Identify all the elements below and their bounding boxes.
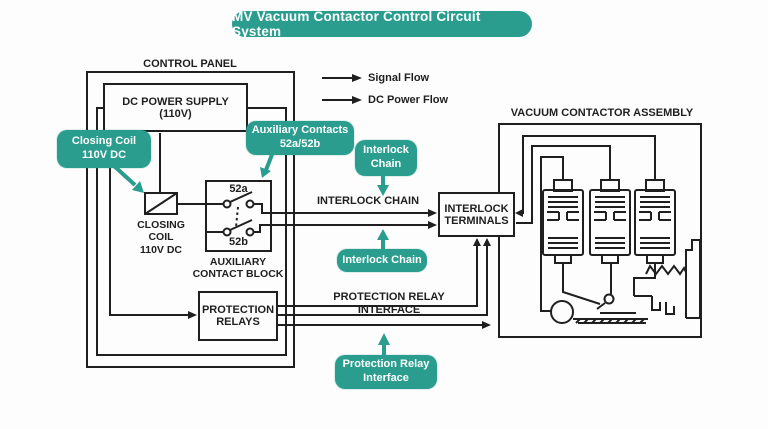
contact-52b-label: 52b — [229, 236, 248, 248]
closing-coil-label: CLOSING COIL 110V DC — [137, 219, 185, 256]
interlock-chain-flow-label: INTERLOCK CHAIN — [316, 195, 420, 207]
dc-power-supply-voltage: (110V) — [159, 107, 192, 120]
vacuum-bottle-3 — [634, 179, 676, 264]
vacuum-bottle-1 — [542, 179, 584, 264]
interlock-chain-top-badge: Interlock Chain — [355, 140, 417, 176]
interlock-chain-bottom-badge: Interlock Chain — [337, 249, 427, 272]
page-title: MV Vacuum Contactor Control Circuit Syst… — [232, 9, 532, 39]
protection-relays-label: PROTECTION — [201, 304, 275, 316]
vacuum-contactor-assembly-box — [498, 123, 702, 338]
protection-relays-box: PROTECTION RELAYS — [198, 291, 278, 341]
legend-signal-flow: Signal Flow — [368, 72, 430, 84]
aux-contact-block-label: AUXILIARY CONTACT BLOCK — [192, 256, 284, 281]
assembly-label: VACUUM CONTACTOR ASSEMBLY — [510, 107, 694, 119]
dc-power-supply-label: DC POWER SUPPLY — [122, 95, 229, 108]
aux-contact-block-box — [205, 180, 272, 252]
operating-coil-symbol — [550, 300, 574, 324]
interlock-terminals-box: INTERLOCK TERMINALS — [438, 192, 515, 237]
closing-coil-badge: Closing Coil 110V DC — [57, 130, 151, 168]
protection-relay-interface-flow-label: PROTECTION RELAY INTERFACE — [333, 291, 445, 316]
arrowheads — [188, 74, 523, 329]
control-panel-box — [86, 71, 295, 368]
contact-52a-blade — [229, 191, 253, 203]
contact-52a-label: 52a — [229, 183, 248, 195]
aux-contacts-callout-arrow-icon — [264, 151, 275, 171]
callout-arrows — [111, 151, 386, 355]
legend-dc-power-flow: DC Power Flow — [368, 94, 449, 106]
protection-relay-interface-badge: Protection Relay Interface — [335, 355, 437, 389]
interlock-terminals-label: INTERLOCK — [444, 202, 509, 215]
contact-52b-blade — [229, 219, 253, 231]
dc-power-supply-box: DC POWER SUPPLY (110V) — [103, 83, 248, 132]
vacuum-bottles — [542, 179, 676, 264]
closing-coil-callout-arrow-icon — [111, 163, 137, 187]
aux-contacts-badge: Auxiliary Contacts 52a/52b — [246, 121, 354, 155]
control-panel-label: CONTROL PANEL — [143, 58, 237, 70]
